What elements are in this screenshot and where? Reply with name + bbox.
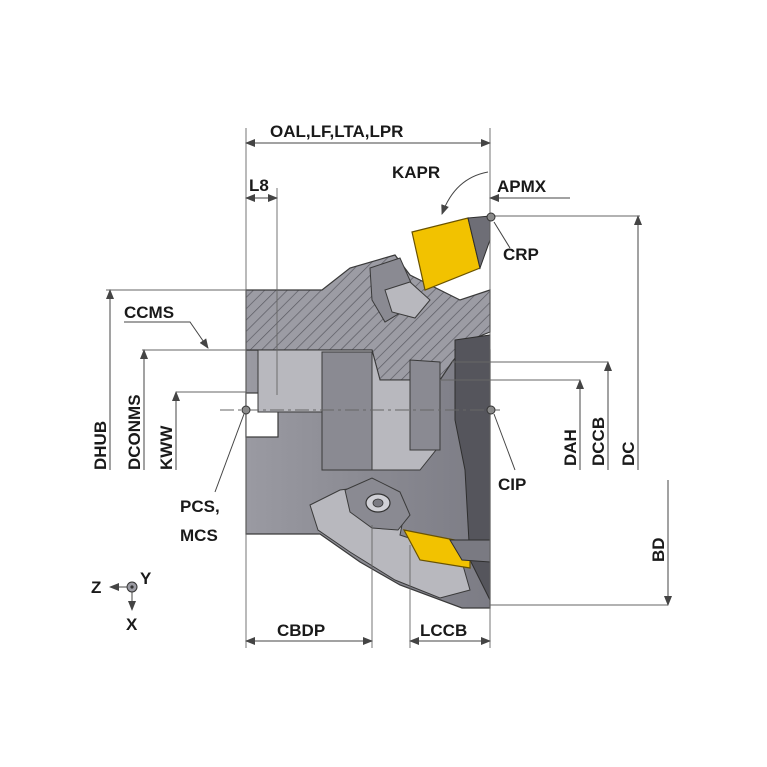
reference-points xyxy=(241,212,496,415)
ccms-label: CCMS xyxy=(124,303,174,322)
cutter-body xyxy=(245,215,491,609)
pcs-point xyxy=(241,405,251,415)
mcs-label: MCS xyxy=(180,526,218,545)
pcs-label: PCS, xyxy=(180,497,220,516)
bore-wall xyxy=(321,351,373,471)
oal-label: OAL,LF,LTA,LPR xyxy=(270,122,403,141)
dconms-label: DCONMS xyxy=(125,394,144,470)
cip-leader xyxy=(493,413,516,471)
axis-z-label: Z xyxy=(91,578,101,597)
axis-x-label: X xyxy=(126,615,138,634)
extension-lines xyxy=(106,128,668,648)
wedge-upper xyxy=(384,281,431,319)
dhub-label: DHUB xyxy=(91,421,110,470)
inner-groove xyxy=(409,359,441,451)
insert-lower xyxy=(402,529,471,569)
kww-label: KWW xyxy=(157,425,176,470)
cip-label: CIP xyxy=(498,475,526,494)
axis-indicator: Z Y X xyxy=(91,569,152,634)
pcs-leader xyxy=(214,413,245,493)
apmx-label: APMX xyxy=(497,177,547,196)
l8-label: L8 xyxy=(249,176,269,195)
crp-point xyxy=(486,212,496,222)
crp-label: CRP xyxy=(503,245,539,264)
clamp-screw-head xyxy=(372,498,384,508)
dah-label: DAH xyxy=(561,429,580,466)
cip-point xyxy=(486,405,496,415)
crp-leader xyxy=(493,221,511,249)
insert-upper xyxy=(411,217,481,291)
ccms-leader xyxy=(124,321,209,349)
kapr-arc xyxy=(441,171,489,215)
dccb-label: DCCB xyxy=(589,417,608,466)
axis-y-label: Y xyxy=(140,569,152,588)
lccb-label: LCCB xyxy=(420,621,467,640)
dimension-lines xyxy=(106,139,672,645)
dimension-labels: OAL,LF,LTA,LPR L8 KAPR APMX CRP CCMS DHU… xyxy=(91,122,668,640)
dc-label: DC xyxy=(619,441,638,466)
cbdp-label: CBDP xyxy=(277,621,325,640)
bd-label: BD xyxy=(649,537,668,562)
kapr-label: KAPR xyxy=(392,163,440,182)
